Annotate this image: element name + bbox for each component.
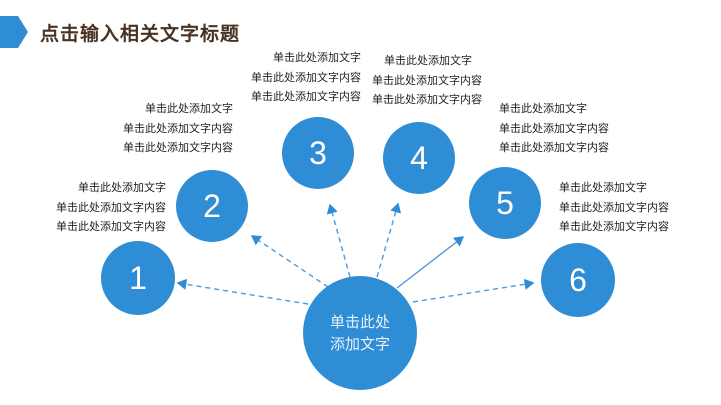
node-number: 3 — [309, 134, 327, 171]
node-number: 5 — [496, 184, 514, 221]
node-number: 6 — [569, 261, 587, 298]
center-text-2: 添加文字 — [329, 335, 390, 353]
node-number: 1 — [129, 259, 147, 296]
node-circle-4[interactable]: 4 — [383, 122, 455, 194]
arrow-to-1 — [176, 278, 309, 305]
node-text-5: 单击此处添加文字单击此处添加文字内容单击此处添加文字内容 — [499, 102, 609, 154]
arrow-to-5 — [396, 236, 465, 289]
arrow-to-4 — [376, 202, 402, 278]
node-text-1: 单击此处添加文字单击此处添加文字内容单击此处添加文字内容 — [56, 181, 166, 233]
node-text-6: 单击此处添加文字单击此处添加文字内容单击此处添加文字内容 — [559, 181, 669, 233]
node-circle-6[interactable]: 6 — [541, 243, 615, 317]
node-number: 4 — [410, 139, 428, 176]
node-circle-1[interactable]: 1 — [101, 241, 175, 315]
node-text-2: 单击此处添加文字单击此处添加文字内容单击此处添加文字内容 — [123, 102, 233, 154]
node-circle-5[interactable]: 5 — [469, 167, 541, 239]
arrow-to-6 — [412, 278, 535, 303]
center-text-1: 单击此处 — [329, 313, 390, 331]
node-text-3: 单击此处添加文字单击此处添加文字内容单击此处添加文字内容 — [251, 51, 361, 103]
arrow-to-2 — [250, 235, 329, 288]
arrow-to-3 — [326, 203, 351, 278]
center-circle[interactable]: 单击此处 添加文字 — [303, 276, 417, 390]
node-number: 2 — [203, 187, 221, 224]
node-circle-2[interactable]: 2 — [176, 170, 248, 242]
page-title: 点击输入相关文字标题 — [40, 23, 241, 45]
node-circle-3[interactable]: 3 — [282, 117, 354, 189]
title-arrow-icon — [0, 16, 28, 48]
node-text-4: 单击此处添加文字单击此处添加文字内容单击此处添加文字内容 — [372, 54, 482, 106]
